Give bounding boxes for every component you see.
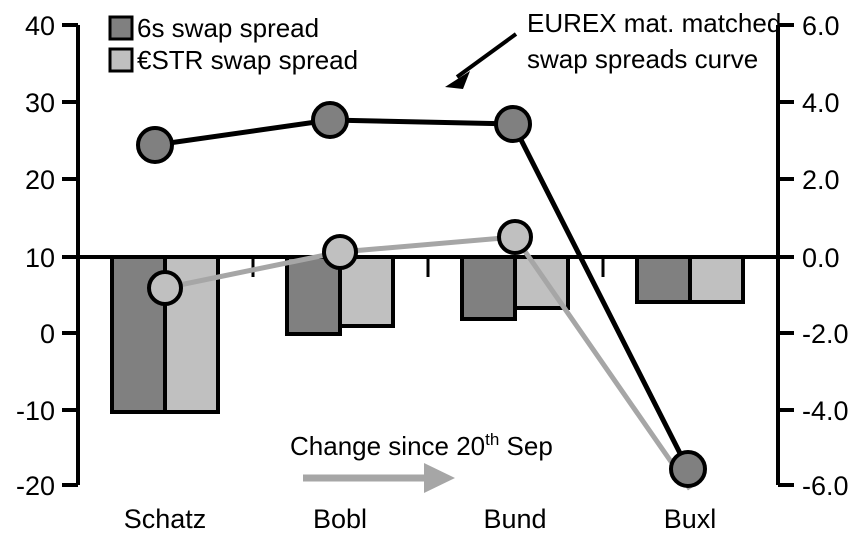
change-marker-schatz[interactable]	[147, 270, 183, 306]
left-axis: 40 30 20 10 0 -10 -20	[16, 11, 80, 501]
bar-6s-bobl[interactable]	[285, 255, 342, 336]
change-marker-bobl[interactable]	[322, 234, 358, 270]
legend: 6s swap spread €STR swap spread	[108, 13, 358, 75]
annotation-change-main: Change since 20	[290, 431, 485, 461]
legend-item-estr[interactable]: €STR swap spread	[108, 45, 358, 75]
series-eurex-curve	[136, 101, 707, 488]
annotation-eurex-line2: swap spreads curve	[527, 44, 758, 74]
eurex-curve-polyline[interactable]	[154, 117, 691, 471]
bar-estr-bobl[interactable]	[338, 255, 395, 328]
bar-6s-bund[interactable]	[460, 255, 517, 321]
annotation-change-tail: Sep	[499, 431, 553, 461]
annotation-change-text: Change since 20th Sep	[290, 430, 553, 461]
legend-label-6s: 6s swap spread	[137, 13, 319, 43]
left-tick-label-30: 30	[25, 88, 55, 118]
category-label-buxl: Buxl	[664, 504, 717, 534]
left-tick-label-20: 20	[25, 165, 55, 195]
right-tick-label-4: 4.0	[802, 88, 840, 118]
change-marker-bund[interactable]	[497, 219, 533, 255]
bar-group-buxl	[635, 255, 745, 304]
bar-6s-buxl[interactable]	[635, 255, 692, 304]
legend-item-6s[interactable]: 6s swap spread	[108, 13, 319, 43]
change-since-polyline[interactable]	[164, 234, 693, 491]
left-tick-label-10: 10	[25, 243, 55, 273]
right-tick-label-0: 0.0	[802, 243, 840, 273]
category-label-schatz: Schatz	[124, 504, 207, 534]
legend-swatch-6s	[108, 15, 134, 41]
bar-group-bobl	[285, 255, 395, 336]
annotation-eurex: EUREX mat. matched swap spreads curve	[445, 8, 781, 89]
right-axis: 6.0 4.0 2.0 0.0 -2.0 -4.0 -6.0	[776, 11, 849, 501]
right-tick-label-neg4: -4.0	[802, 396, 849, 426]
annotation-change-since: Change since 20th Sep	[290, 430, 553, 493]
bar-6s-schatz[interactable]	[110, 255, 167, 414]
left-tick-label-0: 0	[40, 319, 55, 349]
annotation-eurex-line1: EUREX mat. matched	[527, 8, 781, 38]
left-tick-label-40: 40	[25, 11, 55, 41]
right-tick-label-neg2: -2.0	[802, 319, 849, 349]
legend-swatch-estr	[108, 47, 134, 73]
annotation-change-arrow-icon	[303, 463, 455, 493]
left-tick-label-neg20: -20	[16, 471, 55, 501]
right-tick-label-6: 6.0	[802, 11, 840, 41]
eurex-marker-schatz[interactable]	[136, 126, 174, 164]
category-labels: Schatz Bobl Bund Buxl	[124, 504, 717, 534]
right-tick-label-neg6: -6.0	[802, 471, 849, 501]
bar-estr-buxl[interactable]	[688, 255, 745, 304]
right-tick-label-2: 2.0	[802, 165, 840, 195]
category-label-bobl: Bobl	[313, 504, 367, 534]
series-change-since-line	[147, 219, 693, 491]
legend-label-estr: €STR swap spread	[137, 45, 358, 75]
annotation-eurex-arrow-icon	[445, 32, 518, 89]
category-label-bund: Bund	[483, 504, 546, 534]
left-tick-label-neg10: -10	[16, 396, 55, 426]
eurex-marker-bund[interactable]	[494, 105, 532, 143]
eurex-marker-buxl[interactable]	[669, 450, 707, 488]
annotation-change-sup: th	[485, 430, 499, 449]
eurex-marker-bobl[interactable]	[311, 101, 349, 139]
